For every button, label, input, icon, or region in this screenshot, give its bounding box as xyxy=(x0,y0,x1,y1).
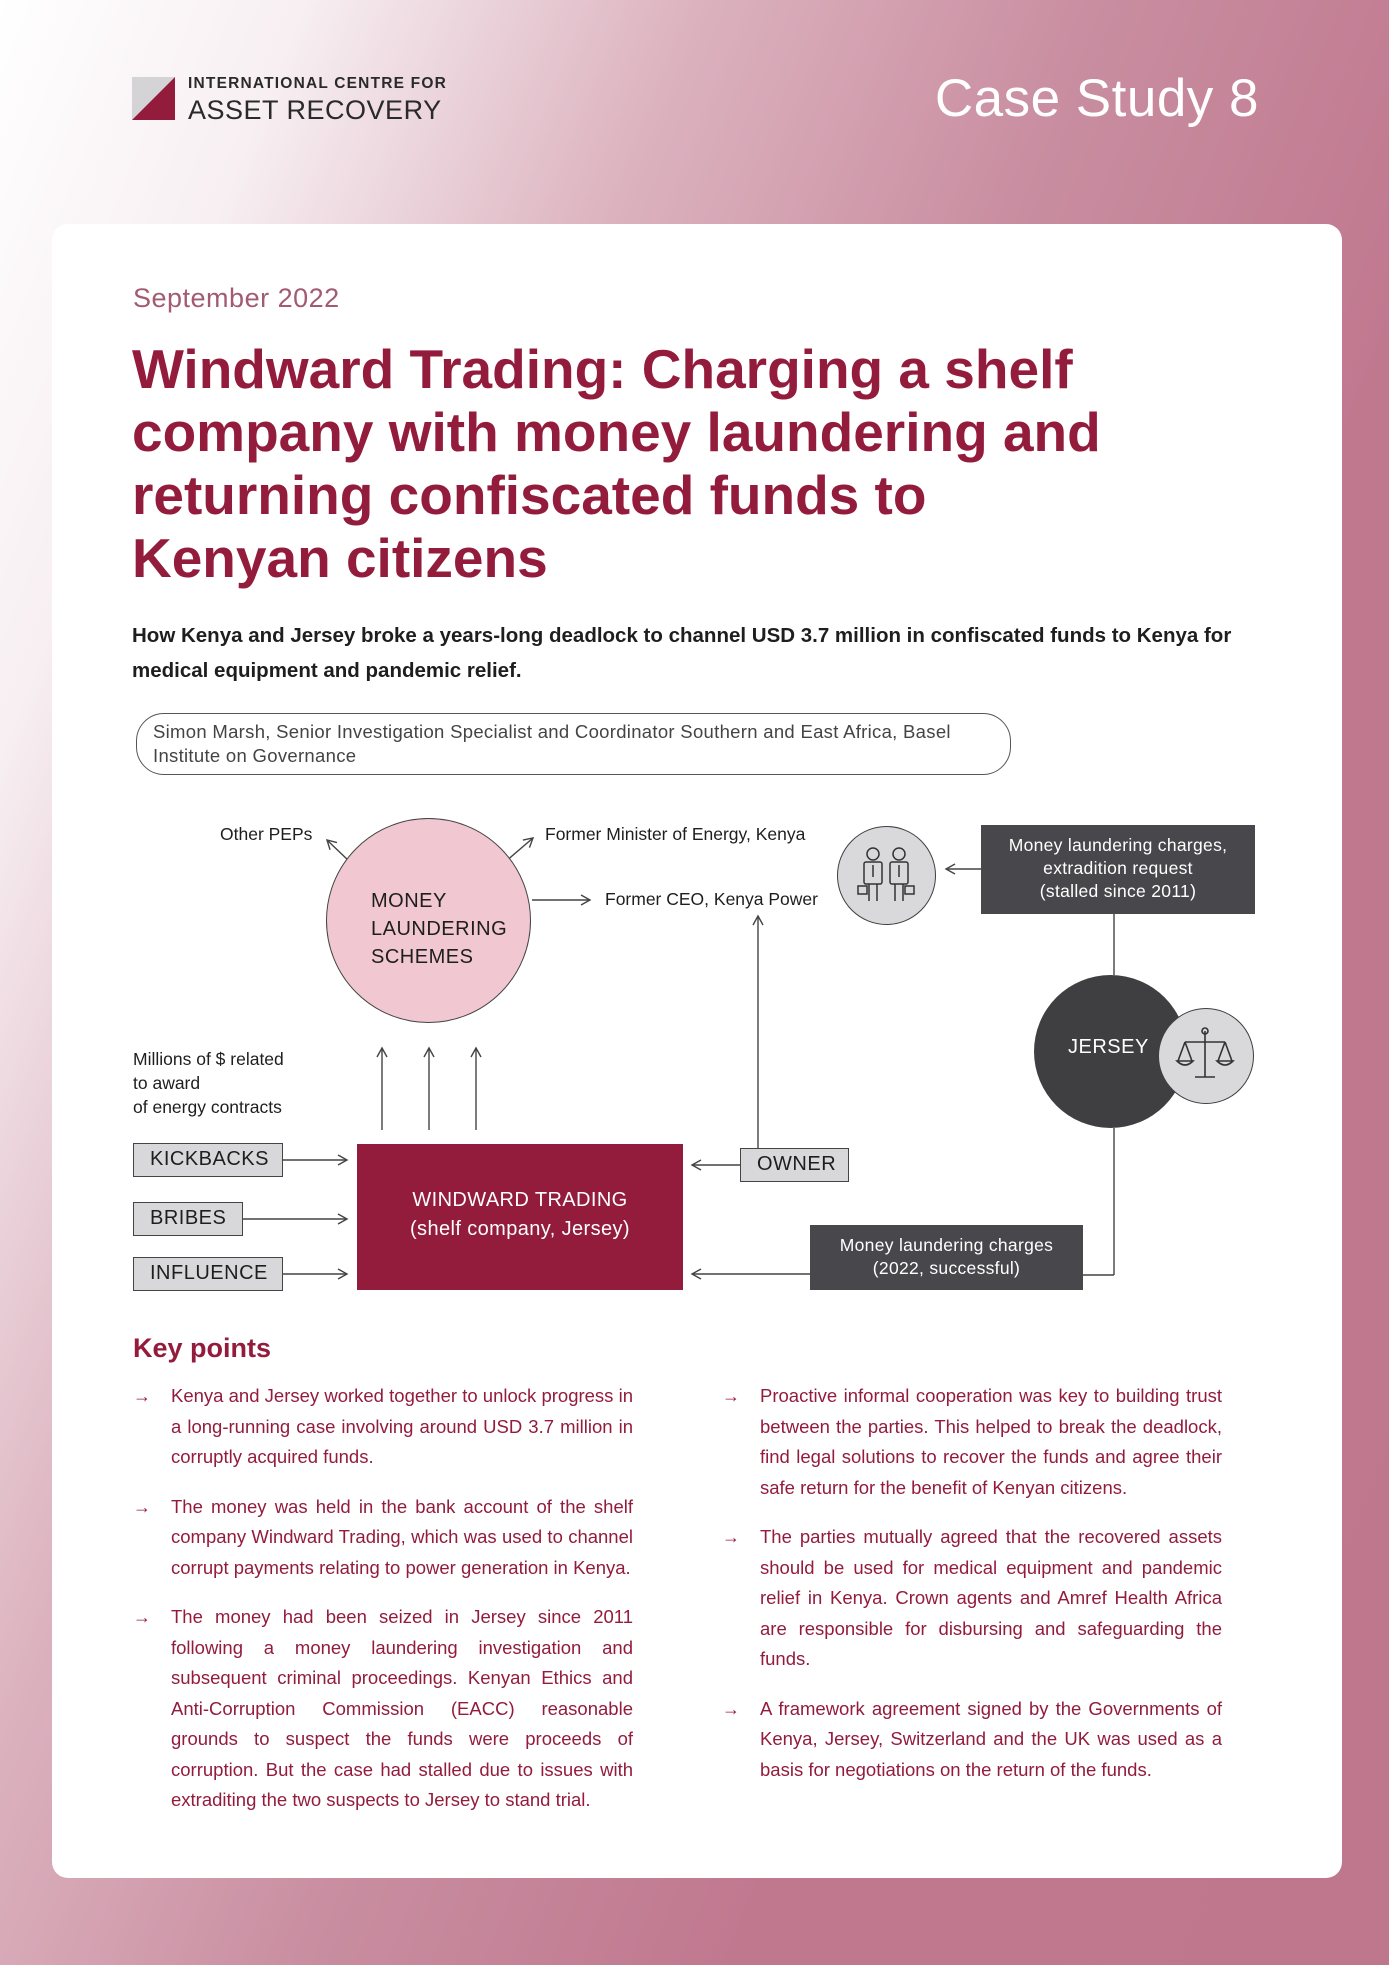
stalled-line-1: Money laundering charges, xyxy=(1008,835,1228,855)
author-byline: Simon Marsh, Senior Investigation Specia… xyxy=(136,713,1011,775)
success-line-2: (2022, successful) xyxy=(872,1258,1021,1278)
success-line-1: Money laundering charges xyxy=(839,1235,1054,1255)
publication-date: September 2022 xyxy=(133,283,340,313)
key-point-text: The money was held in the bank account o… xyxy=(171,1495,633,1578)
page-title: Windward Trading: Charging a shelf compa… xyxy=(132,338,1101,589)
jersey-label: JERSEY xyxy=(1068,1036,1149,1058)
bribes-box: BRIBES xyxy=(133,1202,243,1236)
logo-text-line2: ASSET RECOVERY xyxy=(188,95,442,125)
contracts-line-1: Millions of $ related xyxy=(133,1049,284,1069)
key-point-item: → Kenya and Jersey worked together to un… xyxy=(133,1381,633,1473)
influence-box: INFLUENCE xyxy=(133,1257,283,1291)
label-other-peps: Other PEPs xyxy=(220,824,313,844)
suspects-icon xyxy=(837,826,936,925)
arrow-right-icon: → xyxy=(133,1386,151,1406)
arrow-right-icon: → xyxy=(722,1698,740,1719)
ml-line-3: SCHEMES xyxy=(371,946,474,968)
key-point-item: → The money was held in the bank account… xyxy=(133,1492,633,1584)
stalled-charges-box: Money laundering charges, extradition re… xyxy=(981,825,1255,914)
arrow-right-icon: → xyxy=(133,1607,151,1627)
key-point-text: The parties mutually agreed that the rec… xyxy=(760,1526,1222,1669)
ml-line-2: LAUNDERING xyxy=(371,918,508,940)
scales-of-justice-icon xyxy=(1158,1008,1254,1104)
money-laundering-label: MONEY LAUNDERING SCHEMES xyxy=(371,887,507,971)
key-point-item: → Proactive informal cooperation was key… xyxy=(722,1381,1222,1503)
contracts-line-2: to award xyxy=(133,1073,201,1093)
kickbacks-box: KICKBACKS xyxy=(133,1143,283,1177)
ml-line-1: MONEY xyxy=(371,890,447,912)
logo-text-line1: INTERNATIONAL CENTRE FOR xyxy=(188,75,447,92)
key-point-text: Kenya and Jersey worked together to unlo… xyxy=(171,1385,633,1467)
label-former-ceo: Former CEO, Kenya Power xyxy=(605,889,818,909)
page-subtitle: How Kenya and Jersey broke a years-long … xyxy=(132,624,1232,682)
case-study-label: Case Study 8 xyxy=(934,69,1259,128)
key-point-text: The money had been seized in Jersey sinc… xyxy=(171,1606,633,1810)
contracts-line-3: of energy contracts xyxy=(133,1097,282,1117)
windward-trading-box: WINDWARD TRADING (shelf company, Jersey) xyxy=(357,1144,683,1290)
stalled-line-3: (stalled since 2011) xyxy=(1039,881,1197,901)
key-points-heading: Key points xyxy=(133,1333,272,1363)
key-points-right-column: → Proactive informal cooperation was key… xyxy=(722,1381,1222,1804)
label-former-minister: Former Minister of Energy, Kenya xyxy=(545,824,806,844)
windward-line-1: WINDWARD TRADING xyxy=(412,1189,628,1211)
stalled-line-2: extradition request xyxy=(1043,858,1193,878)
key-points-left-column: → Kenya and Jersey worked together to un… xyxy=(133,1381,633,1835)
arrow-right-icon: → xyxy=(133,1496,151,1517)
icar-logo-mark xyxy=(132,77,175,120)
owner-box: OWNER xyxy=(740,1148,849,1182)
arrow-right-icon: → xyxy=(722,1527,740,1547)
key-point-text: Proactive informal cooperation was key t… xyxy=(760,1385,1222,1498)
arrow-right-icon: → xyxy=(722,1386,740,1406)
key-point-text: A framework agreement signed by the Gove… xyxy=(760,1697,1222,1780)
windward-line-2: (shelf company, Jersey) xyxy=(409,1218,630,1240)
key-point-item: → A framework agreement signed by the Go… xyxy=(722,1694,1222,1786)
money-laundering-circle xyxy=(326,818,531,1023)
contracts-note: Millions of $ related to award of energy… xyxy=(133,1047,284,1119)
key-point-item: → The money had been seized in Jersey si… xyxy=(133,1602,633,1816)
successful-charges-box: Money laundering charges (2022, successf… xyxy=(810,1225,1083,1290)
key-point-item: → The parties mutually agreed that the r… xyxy=(722,1522,1222,1675)
